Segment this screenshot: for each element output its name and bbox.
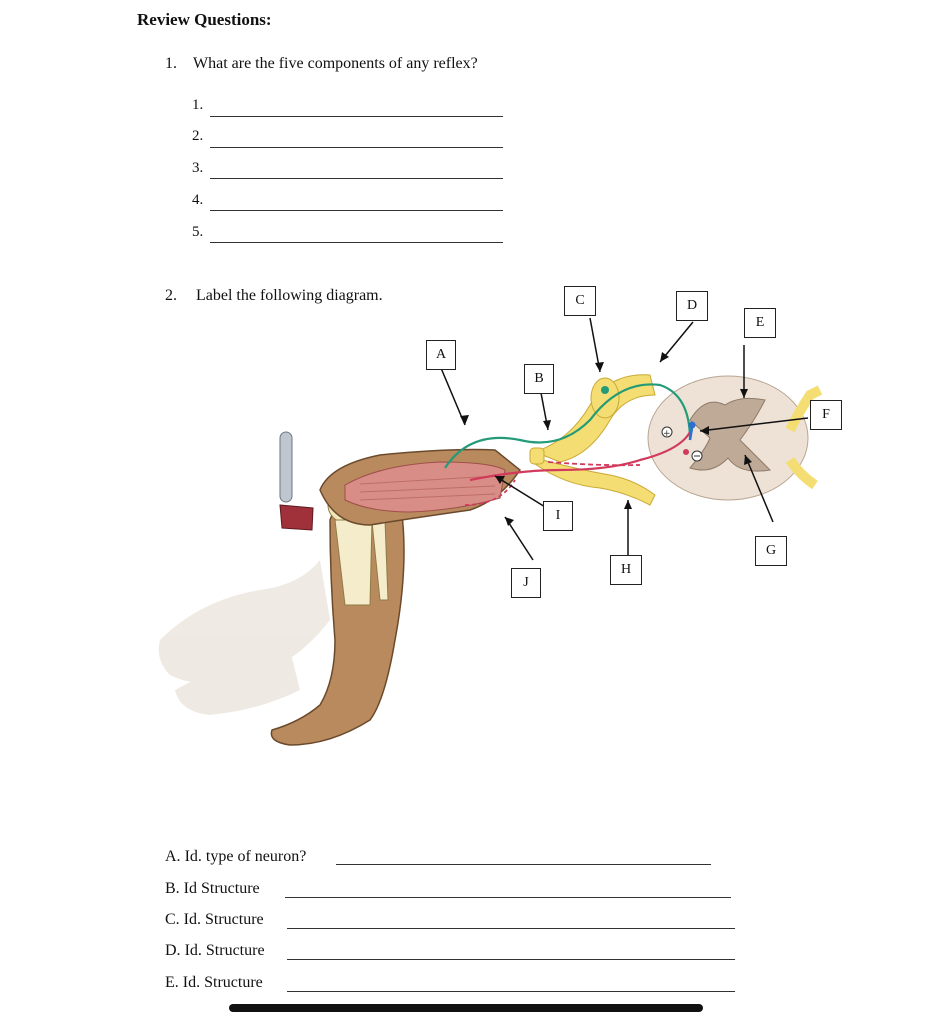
id-answer-e-line[interactable] bbox=[287, 991, 735, 992]
diagram-label-a: A bbox=[426, 340, 456, 370]
id-question-a-text: Id. type of neuron? bbox=[184, 848, 307, 865]
answer-4-line[interactable] bbox=[210, 210, 503, 211]
id-question-c-text: Id. Structure bbox=[183, 911, 264, 928]
id-question-e-text: Id. Structure bbox=[182, 974, 263, 991]
id-answer-c-line[interactable] bbox=[287, 928, 735, 929]
answer-2-number: 2. bbox=[192, 128, 204, 144]
question-1-text: What are the five components of any refl… bbox=[193, 55, 478, 72]
diagram-label-f: F bbox=[810, 400, 842, 430]
answer-5-line[interactable] bbox=[210, 242, 503, 243]
id-question-e-letter: E. bbox=[165, 974, 179, 991]
question-2-number: 2. bbox=[165, 287, 177, 304]
answer-3-number: 3. bbox=[192, 160, 204, 176]
diagram-label-j: J bbox=[511, 568, 541, 598]
id-question-c: C. Id. Structure bbox=[165, 911, 264, 929]
id-question-d-letter: D. bbox=[165, 942, 181, 959]
diagram-label-e: E bbox=[744, 308, 776, 338]
id-answer-b-line[interactable] bbox=[285, 897, 731, 898]
id-answer-a-line[interactable] bbox=[336, 864, 711, 865]
id-question-b: B. Id Structure bbox=[165, 880, 260, 898]
id-question-a: A. Id. type of neuron? bbox=[165, 848, 306, 866]
diagram-label-b: B bbox=[524, 364, 554, 394]
id-question-d: D. Id. Structure bbox=[165, 942, 265, 960]
id-question-c-letter: C. bbox=[165, 911, 180, 928]
answer-2-line[interactable] bbox=[210, 147, 503, 148]
home-indicator[interactable] bbox=[229, 1004, 703, 1012]
reflex-hammer-icon bbox=[279, 431, 314, 531]
id-answer-d-line[interactable] bbox=[287, 959, 735, 960]
question-1-number: 1. bbox=[165, 55, 177, 72]
question-2-text: Label the following diagram. bbox=[196, 287, 383, 304]
id-question-b-text: Id Structure bbox=[183, 880, 260, 897]
diagram-label-g: G bbox=[755, 536, 787, 566]
page-heading: Review Questions: bbox=[137, 10, 272, 29]
answer-3-line[interactable] bbox=[210, 178, 503, 179]
id-question-d-text: Id. Structure bbox=[184, 942, 265, 959]
id-question-b-letter: B. bbox=[165, 880, 180, 897]
answer-1-line[interactable] bbox=[210, 116, 503, 117]
answer-5-number: 5. bbox=[192, 224, 204, 240]
svg-text:+: + bbox=[663, 429, 671, 439]
diagram-label-i: I bbox=[543, 501, 573, 531]
id-question-e: E. Id. Structure bbox=[165, 974, 263, 992]
reflex-arc-diagram: + bbox=[158, 317, 823, 746]
answer-1-number: 1. bbox=[192, 97, 204, 113]
diagram-label-h: H bbox=[610, 555, 642, 585]
diagram-label-c: C bbox=[564, 286, 596, 316]
diagram-label-d: D bbox=[676, 291, 708, 321]
id-question-a-letter: A. bbox=[165, 848, 181, 865]
answer-4-number: 4. bbox=[192, 192, 204, 208]
